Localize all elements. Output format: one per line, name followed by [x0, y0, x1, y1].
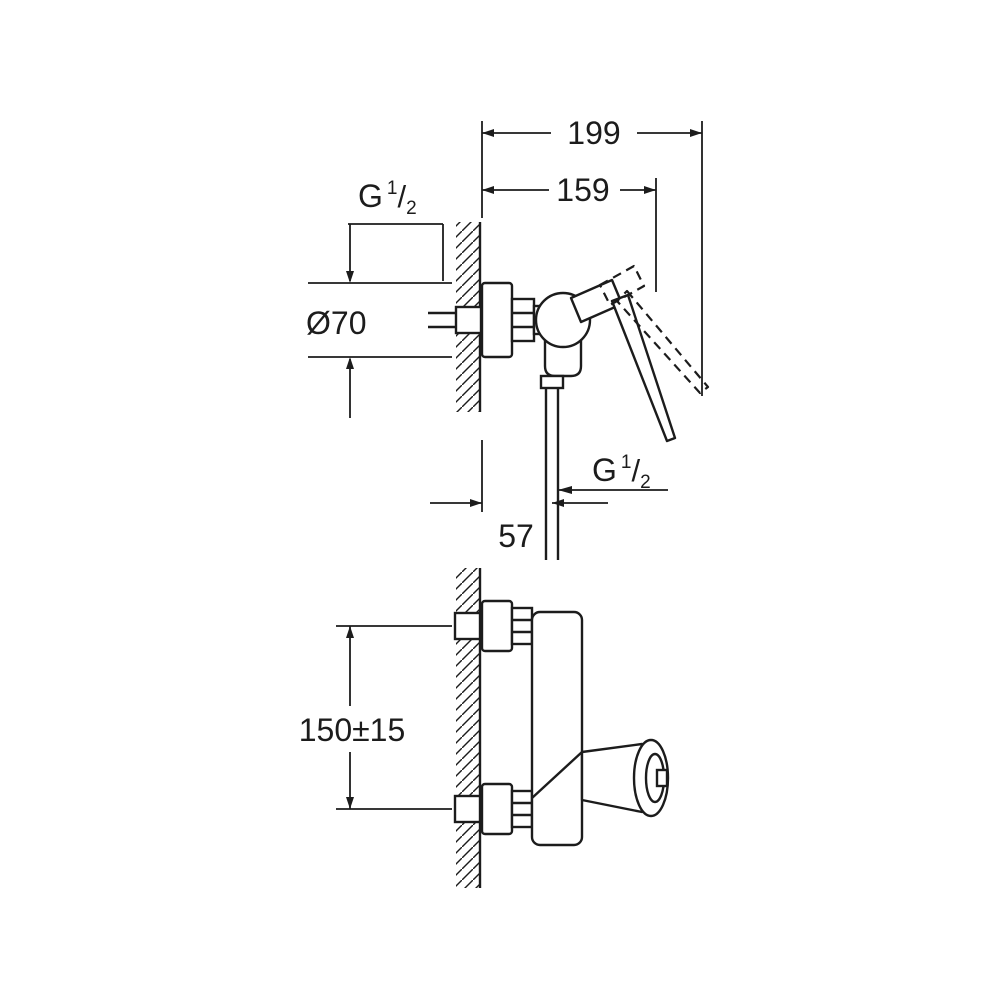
faucet-body-front — [530, 610, 584, 847]
dim-label-dia70: Ø70 — [306, 305, 366, 341]
front-view: 150±15 — [299, 568, 670, 888]
dim-label-199: 199 — [567, 115, 620, 151]
union-bottom — [453, 782, 534, 836]
dimension-150: 150±15 — [299, 625, 452, 810]
union-top — [453, 599, 534, 653]
dim-label-159: 159 — [556, 172, 609, 208]
cartridge-cap — [580, 738, 670, 818]
dimension-199: 199 — [481, 115, 703, 396]
dimension-57: 57 — [430, 440, 608, 554]
dim-label-150: 150±15 — [299, 712, 406, 748]
handle-lever — [610, 293, 677, 443]
shower-outlet-pipe — [539, 374, 565, 560]
dimension-159: 159 — [482, 172, 657, 292]
handle-lever-raised-dashed — [598, 264, 710, 395]
dimension-dia70: Ø70 — [306, 224, 452, 418]
wall-flange — [480, 281, 514, 359]
supply-pipe — [428, 305, 483, 335]
dim-label-57: 57 — [498, 518, 534, 554]
